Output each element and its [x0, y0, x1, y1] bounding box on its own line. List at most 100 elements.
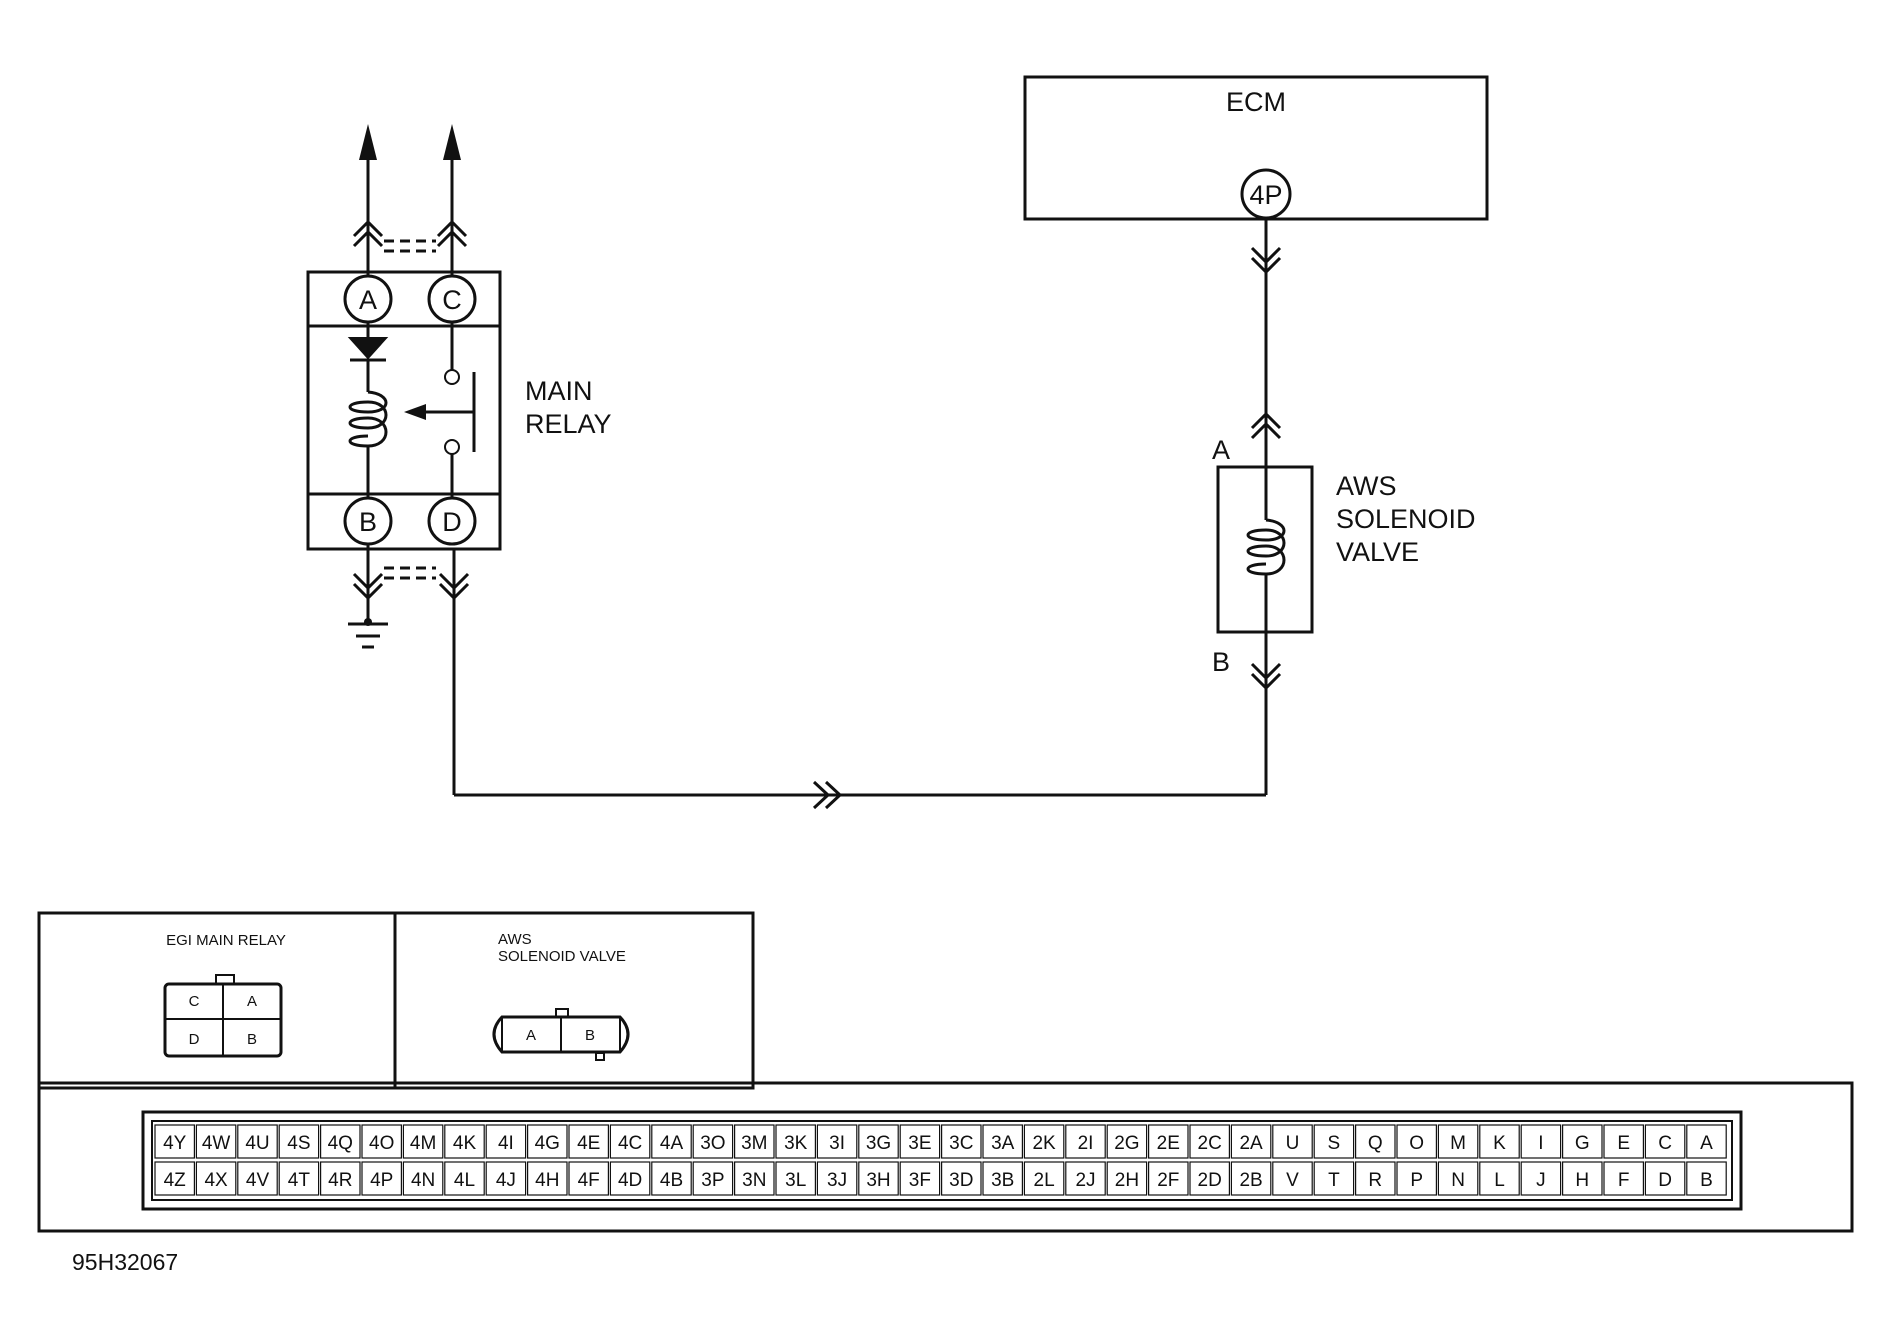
ecm-pin-cell — [1354, 1124, 1396, 1159]
ecm-pin-cell — [775, 1124, 817, 1159]
ecm-pin-label: 4H — [535, 1170, 559, 1191]
ecm-pin-label: 2F — [1157, 1170, 1179, 1191]
ecm-pin-label: 4Y — [163, 1133, 187, 1154]
relay-pin-a: A — [359, 285, 377, 315]
ecm-pin-cell — [775, 1161, 817, 1196]
ecm-pin-label: R — [1368, 1170, 1382, 1191]
ecm-pin-cell — [444, 1124, 485, 1159]
valve-label-line1: AWS — [1336, 471, 1397, 501]
ecm-pin-label: O — [1409, 1133, 1424, 1154]
aws-valve-connector: AWS SOLENOID VALVE A B — [492, 931, 630, 1061]
ecm-pin-label: Q — [1368, 1133, 1383, 1154]
egi-pin-d: D — [189, 1031, 200, 1048]
main-relay: A C B D MAIN RELAY — [306, 270, 612, 551]
ecm-pin-cell — [609, 1161, 651, 1196]
ecm-pin-cell — [816, 1124, 858, 1159]
ecm-pin-cell — [899, 1124, 941, 1159]
valve-terminal-b: B — [1212, 647, 1230, 677]
ecm-pin-cell — [526, 1124, 568, 1159]
ecm-pin-cell — [568, 1161, 610, 1196]
aws-pin-b: B — [585, 1027, 595, 1044]
ecm-pin-label: P — [1410, 1170, 1423, 1191]
ecm-pin-label: 3L — [785, 1170, 806, 1191]
ecm-pin-label: 4C — [618, 1133, 642, 1154]
ecm-label: ECM — [1226, 87, 1286, 117]
relay-label-line2: RELAY — [525, 409, 612, 439]
ecm-pin-label: D — [1658, 1170, 1672, 1191]
relay-pin-d: D — [442, 507, 462, 537]
ecm-pin-label: I — [1538, 1133, 1543, 1154]
relay-pin-c: C — [442, 285, 462, 315]
ecm-pin-cell — [444, 1161, 485, 1196]
ecm-pin-label: 2A — [1239, 1133, 1263, 1154]
ecm-pin-cell — [940, 1124, 982, 1159]
ecm-pin-cell — [1023, 1161, 1065, 1196]
ecm-pin-label: 4N — [411, 1170, 435, 1191]
ecm-pin-cell — [485, 1124, 527, 1159]
valve-label-line2: SOLENOID — [1336, 504, 1476, 534]
ecm-pin-label: H — [1575, 1170, 1589, 1191]
ecm-pin-cell — [1479, 1161, 1520, 1196]
ecm-pin-cell — [1106, 1124, 1148, 1159]
ecm-pin-cell — [278, 1161, 320, 1196]
ecm-pin-label: 3H — [866, 1170, 890, 1191]
ecm-pin-label: U — [1286, 1133, 1300, 1154]
ecm-pin-cell — [402, 1124, 444, 1159]
relay-label-line1: MAIN — [525, 376, 593, 406]
relay-pin-b: B — [359, 507, 377, 537]
relay-bottom-wires — [348, 544, 470, 649]
ecm-pin-cell — [651, 1161, 692, 1196]
ecm-pin-label: 3G — [866, 1133, 891, 1154]
ecm-pin-cell — [1437, 1161, 1479, 1196]
ecm-pin-label: E — [1617, 1133, 1630, 1154]
ecm-pin-label: 4A — [660, 1133, 684, 1154]
ecm-pin-label: 2H — [1115, 1170, 1139, 1191]
ecm-pin-cell — [733, 1161, 775, 1196]
ecm-pin-cell — [568, 1124, 610, 1159]
ecm-pin-label: C — [1658, 1133, 1672, 1154]
valve-label-line3: VALVE — [1336, 537, 1419, 567]
ecm-pin-label: 2L — [1034, 1170, 1055, 1191]
ecm-pin-cell — [1065, 1161, 1106, 1196]
ecm-pin-label: 2I — [1078, 1133, 1094, 1154]
ecm-pin-label: 2J — [1075, 1170, 1095, 1191]
figure-id: 95H32067 — [72, 1249, 178, 1275]
ecm-pin-label: 3J — [827, 1170, 847, 1191]
egi-pin-b: B — [247, 1031, 257, 1048]
ecm-pin-label: 4Q — [328, 1133, 353, 1154]
egi-pin-c: C — [189, 993, 200, 1010]
wire-ecm-to-valve — [1250, 218, 1282, 467]
ecm-pin-cell — [982, 1161, 1024, 1196]
ecm-pin-cell — [1520, 1124, 1562, 1159]
ecm-pin-cell — [858, 1124, 899, 1159]
ecm-pin-label: 4B — [660, 1170, 683, 1191]
ecm-pin-label: K — [1493, 1133, 1506, 1154]
ecm-pin-cell — [1230, 1161, 1272, 1196]
ecm-pin-label: 3I — [829, 1133, 845, 1154]
ecm-pin-cell — [195, 1124, 237, 1159]
diode-icon — [347, 337, 389, 360]
ecm-pin-label: M — [1450, 1133, 1466, 1154]
ecm-pin-cell — [1147, 1161, 1189, 1196]
arrow-up-icon — [359, 124, 377, 160]
ecm-pin-label: N — [1451, 1170, 1465, 1191]
ecm-pin-label: 2C — [1198, 1133, 1222, 1154]
ecm-pin-cell — [1603, 1161, 1645, 1196]
ecm-pin-label: 2B — [1239, 1170, 1262, 1191]
ecm-pin-cell — [195, 1161, 237, 1196]
ecm-pin-label: 2G — [1114, 1133, 1139, 1154]
ecm-pin-label: 4T — [288, 1170, 311, 1191]
ecm-pin-label: L — [1494, 1170, 1505, 1191]
ecm-pin-cell — [1520, 1161, 1562, 1196]
ecm-pin-label: 3A — [991, 1133, 1015, 1154]
ecm-pin-label: 4P — [1249, 180, 1282, 210]
ecm-pin-cell — [1644, 1161, 1686, 1196]
ecm-pin-label: G — [1575, 1133, 1590, 1154]
ecm-pin-cell — [816, 1161, 858, 1196]
ecm-pin-label: 3N — [742, 1170, 766, 1191]
ecm-pin-cell — [692, 1124, 734, 1159]
ecm-pin-cell — [1023, 1124, 1065, 1159]
ecm-pin-cell — [1396, 1124, 1438, 1159]
